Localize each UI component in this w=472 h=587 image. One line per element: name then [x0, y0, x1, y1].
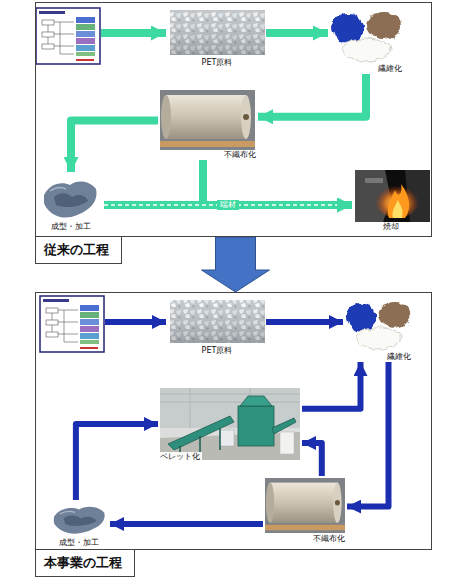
- photo-bg: [160, 388, 300, 460]
- step-label: 成型・加工: [57, 538, 101, 548]
- step-label: 成型・加工: [49, 222, 93, 232]
- process-step: 成型・加工: [38, 172, 104, 232]
- flow-arrow: [101, 29, 166, 37]
- flame-core: [392, 200, 402, 218]
- hopper: [240, 396, 272, 406]
- step-label: PET原料: [200, 58, 235, 68]
- flowchart-thumbnail: [40, 296, 104, 352]
- fiber-photo: [345, 298, 411, 350]
- roll-photo: [265, 478, 345, 533]
- flow-arrow: [203, 160, 352, 205]
- step-label: ペレット化: [158, 452, 202, 462]
- flow-arrow: [71, 120, 158, 172]
- flow-arrow: [110, 521, 263, 527]
- flow-arrow: [266, 319, 343, 325]
- step-label: 不織布化: [222, 150, 258, 160]
- pipe: [365, 178, 383, 183]
- flow-arrow: [76, 424, 158, 500]
- pellet-machine-photo: [160, 388, 300, 460]
- photo-bg: [355, 170, 430, 222]
- process-step: 焼却: [352, 168, 430, 232]
- roll-photo: [160, 90, 255, 150]
- step-label: PET原料: [200, 346, 235, 356]
- process-step: PET原料: [168, 298, 266, 356]
- control-panel: [220, 430, 234, 446]
- block-arrow: [201, 237, 269, 292]
- fiber-photo: [330, 8, 402, 62]
- pet-flake-photo: [170, 300, 265, 343]
- process-panel: 本事業の工程PET原料繊維化ペレット化成型・加工不織布化: [35, 292, 432, 550]
- flow-arrow: [258, 74, 366, 117]
- flow-arrow: [266, 29, 328, 37]
- illustrations: [36, 8, 430, 537]
- process-step: 成型・加工: [48, 500, 110, 548]
- process-step: 繊維化: [343, 296, 413, 362]
- flame-glow: [375, 182, 419, 218]
- pet-flake-photo: [170, 10, 265, 55]
- process-step: 繊維化: [328, 6, 404, 74]
- process-step: ペレット化: [158, 386, 302, 462]
- molded-part-photo: [40, 175, 100, 222]
- flame: [388, 184, 410, 218]
- process-step: PET原料: [168, 8, 266, 68]
- photo-shade: [170, 10, 265, 55]
- flow-arrow: [105, 319, 166, 325]
- step-label: 繊維化: [376, 64, 404, 74]
- process-step: 不織布化: [263, 476, 347, 544]
- photo-shade: [170, 300, 265, 343]
- flowchart-thumbnail: [36, 8, 100, 64]
- flow-arrow: [347, 362, 389, 507]
- step-label: 不織布化: [311, 534, 347, 544]
- flow-arrow: [302, 362, 361, 409]
- connectors: [71, 33, 389, 524]
- conveyor: [272, 418, 296, 434]
- step-label: 繊維化: [385, 352, 413, 362]
- flow-arrow: [302, 443, 322, 476]
- process-step: 不織布化: [158, 88, 258, 160]
- panel-heading: 本事業の工程: [35, 549, 135, 577]
- incinerator-photo: [355, 170, 430, 222]
- conveyor: [168, 416, 234, 450]
- edge-label: 端材: [217, 200, 239, 210]
- molded-part-photo: [50, 502, 108, 537]
- pellet-bag: [280, 432, 294, 454]
- pelletizer: [238, 406, 274, 446]
- step-label: 焼却: [381, 222, 401, 232]
- panel-heading: 従来の工程: [35, 236, 122, 264]
